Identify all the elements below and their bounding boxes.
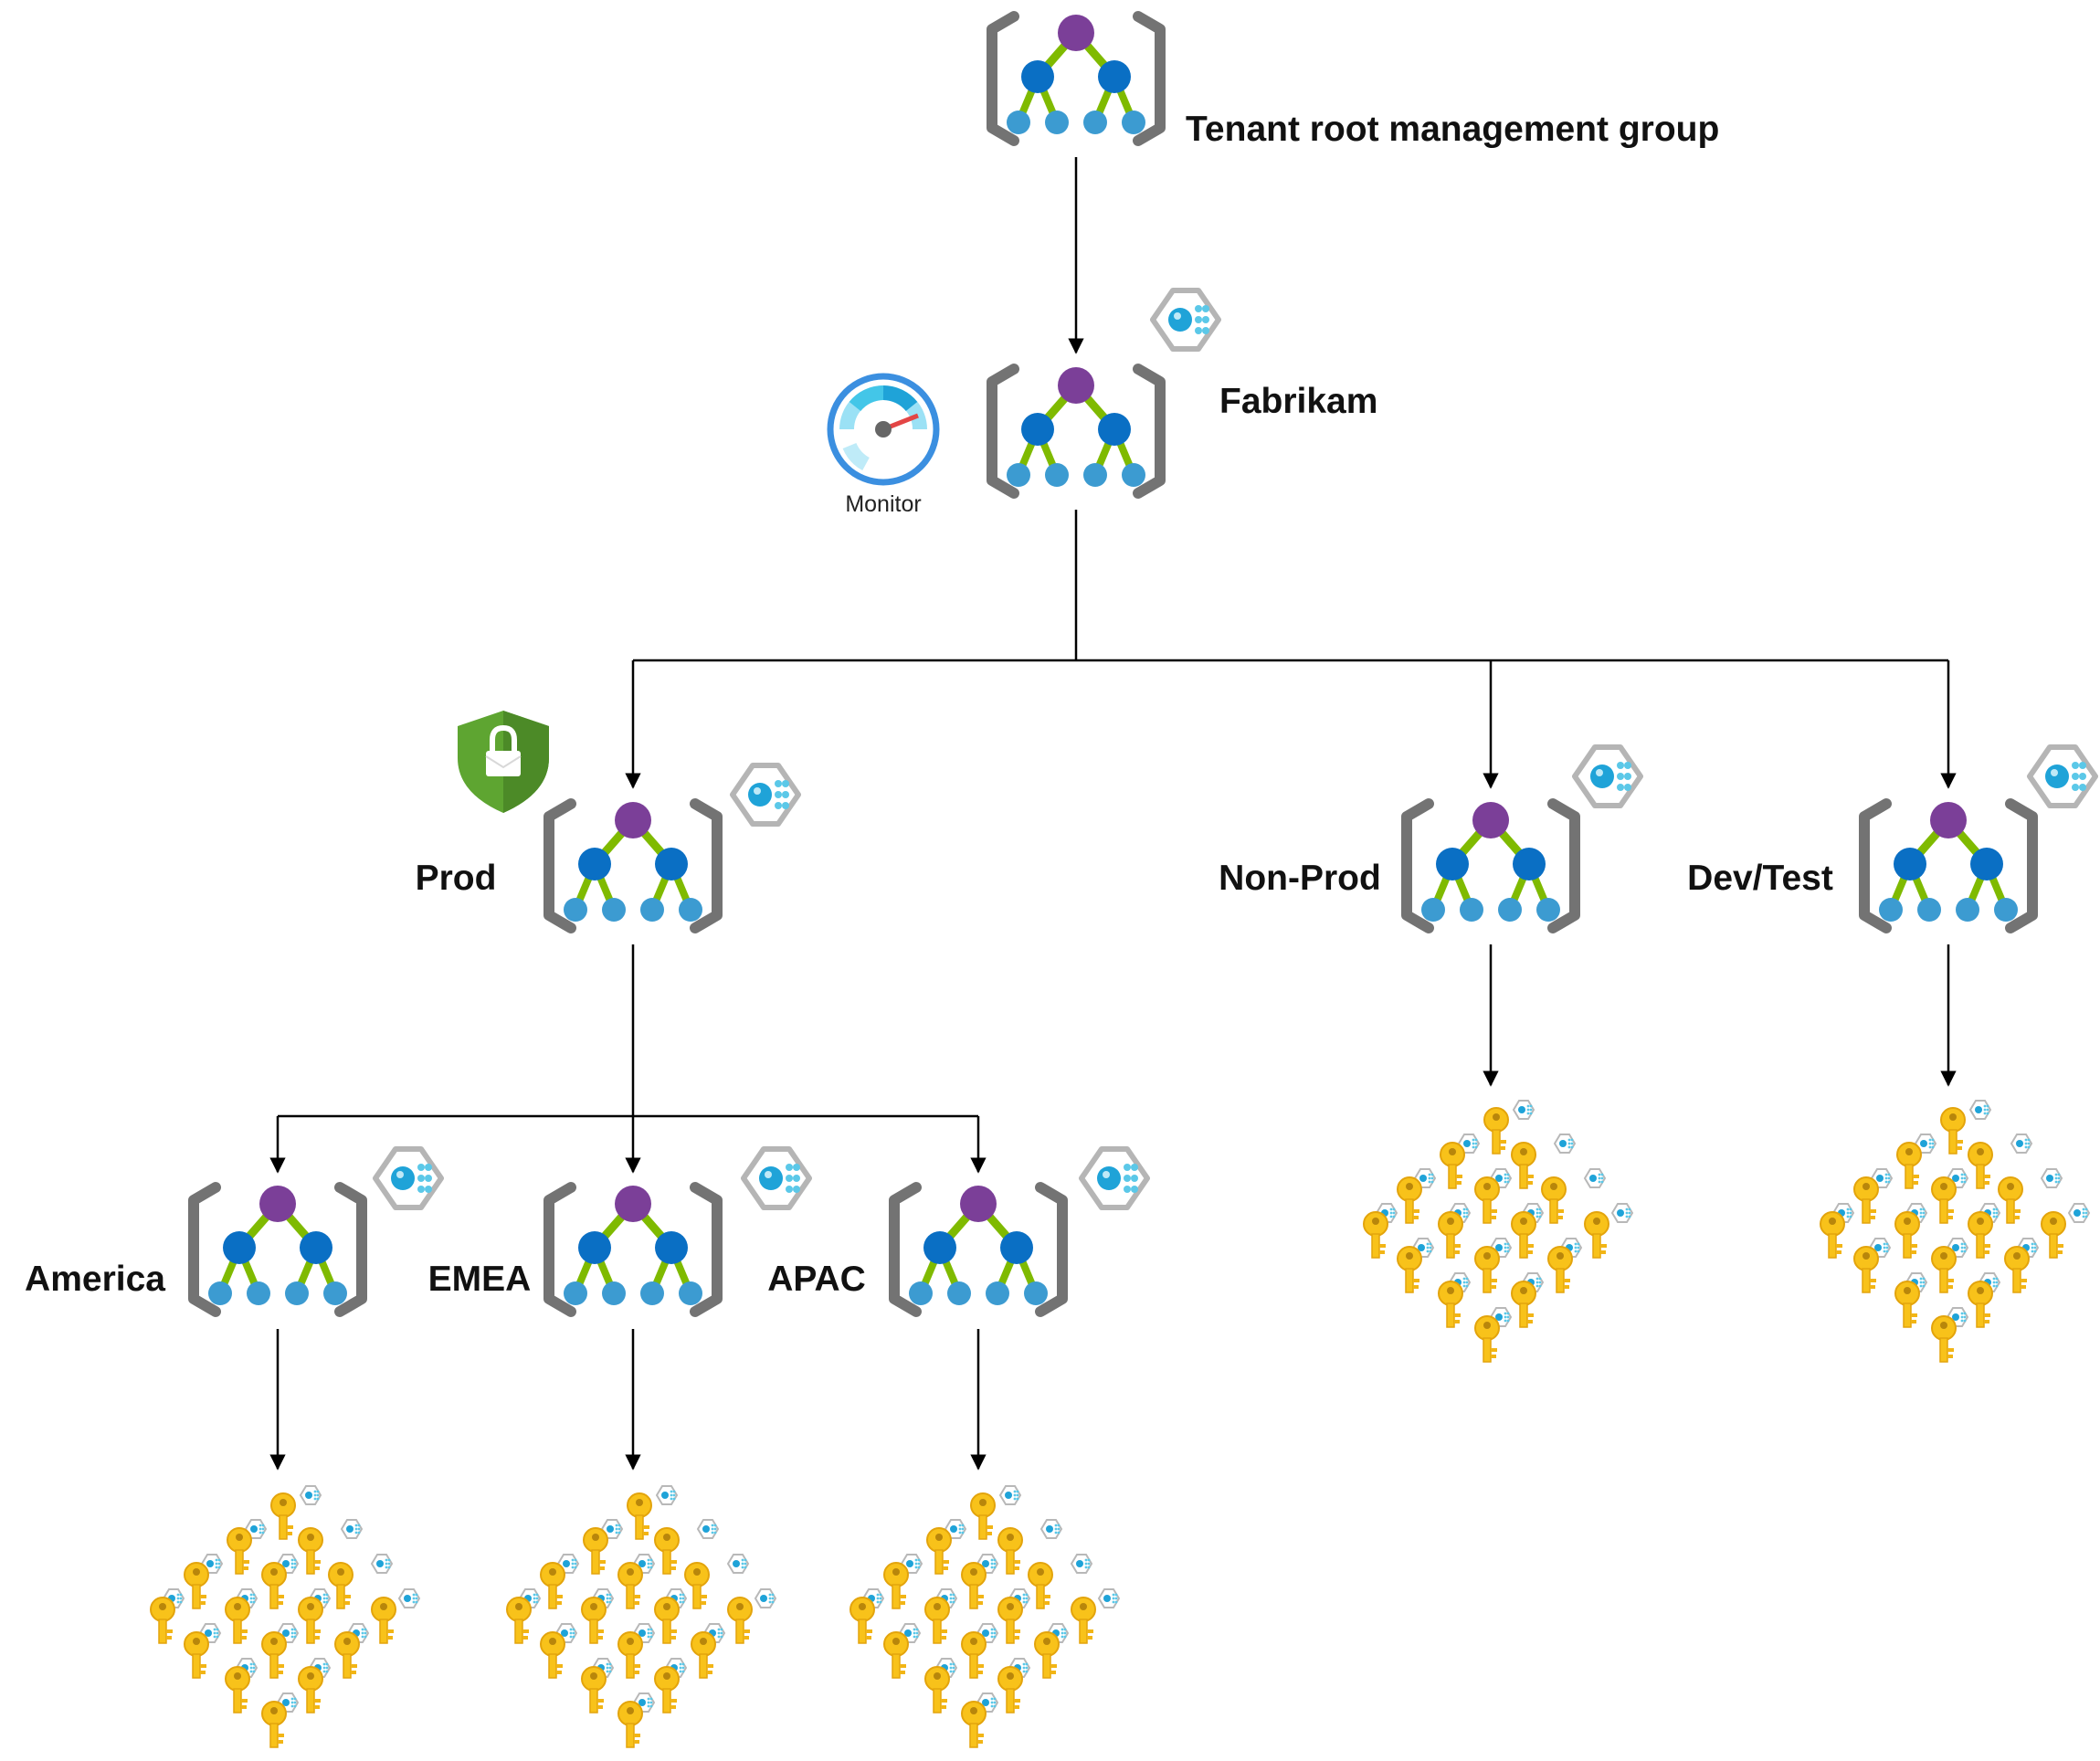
security-shield-lock-icon [458, 711, 549, 813]
node-apac: APAC [767, 1149, 1147, 1312]
subscription-key-cluster-icon [151, 1486, 419, 1747]
node-prod: Prod [416, 711, 798, 928]
management-group-icon [194, 1186, 362, 1312]
management-group-icon [1407, 802, 1575, 928]
management-group-icon [1864, 802, 2032, 928]
node-label-prod: Prod [416, 859, 497, 898]
node-fabrikam: Fabrikam [992, 290, 1377, 493]
node-emea: EMEA [428, 1149, 809, 1312]
management-group-icon [894, 1186, 1062, 1312]
node-label-root: Tenant root management group [1186, 110, 1719, 149]
policy-hexagon-icon [2030, 747, 2095, 806]
node-label-apac: APAC [767, 1260, 866, 1299]
monitor-gauge-icon [827, 373, 940, 486]
node-tenant-root: Tenant root management group [992, 15, 1719, 149]
node-label-devtest: Dev/Test [1687, 859, 1833, 898]
policy-hexagon-icon [375, 1149, 441, 1207]
connectors [269, 157, 1957, 1471]
monitor-caption: Monitor [845, 491, 921, 517]
node-label-nonprod: Non-Prod [1219, 859, 1381, 898]
policy-hexagon-icon [1153, 290, 1219, 349]
node-america: America [25, 1149, 441, 1312]
subscription-key-cluster-icon [850, 1486, 1119, 1747]
management-group-icon [549, 802, 717, 928]
node-nonprod: Non-Prod [1219, 747, 1641, 928]
management-group-icon [992, 15, 1160, 141]
node-label-america: America [25, 1260, 165, 1299]
subscription-key-cluster-icon [1364, 1101, 1632, 1362]
node-label-fabrikam: Fabrikam [1219, 382, 1377, 421]
node-label-emea: EMEA [428, 1260, 532, 1299]
subscription-key-cluster-icon [507, 1486, 776, 1747]
node-devtest: Dev/Test [1687, 747, 2095, 928]
management-group-icon [549, 1186, 717, 1312]
policy-hexagon-icon [1082, 1149, 1147, 1207]
policy-hexagon-icon [744, 1149, 809, 1207]
monitor: Monitor [827, 373, 940, 517]
subscription-key-cluster-icon [1820, 1101, 2089, 1362]
management-group-icon [992, 367, 1160, 493]
policy-hexagon-icon [1575, 747, 1641, 806]
policy-hexagon-icon [733, 765, 798, 824]
